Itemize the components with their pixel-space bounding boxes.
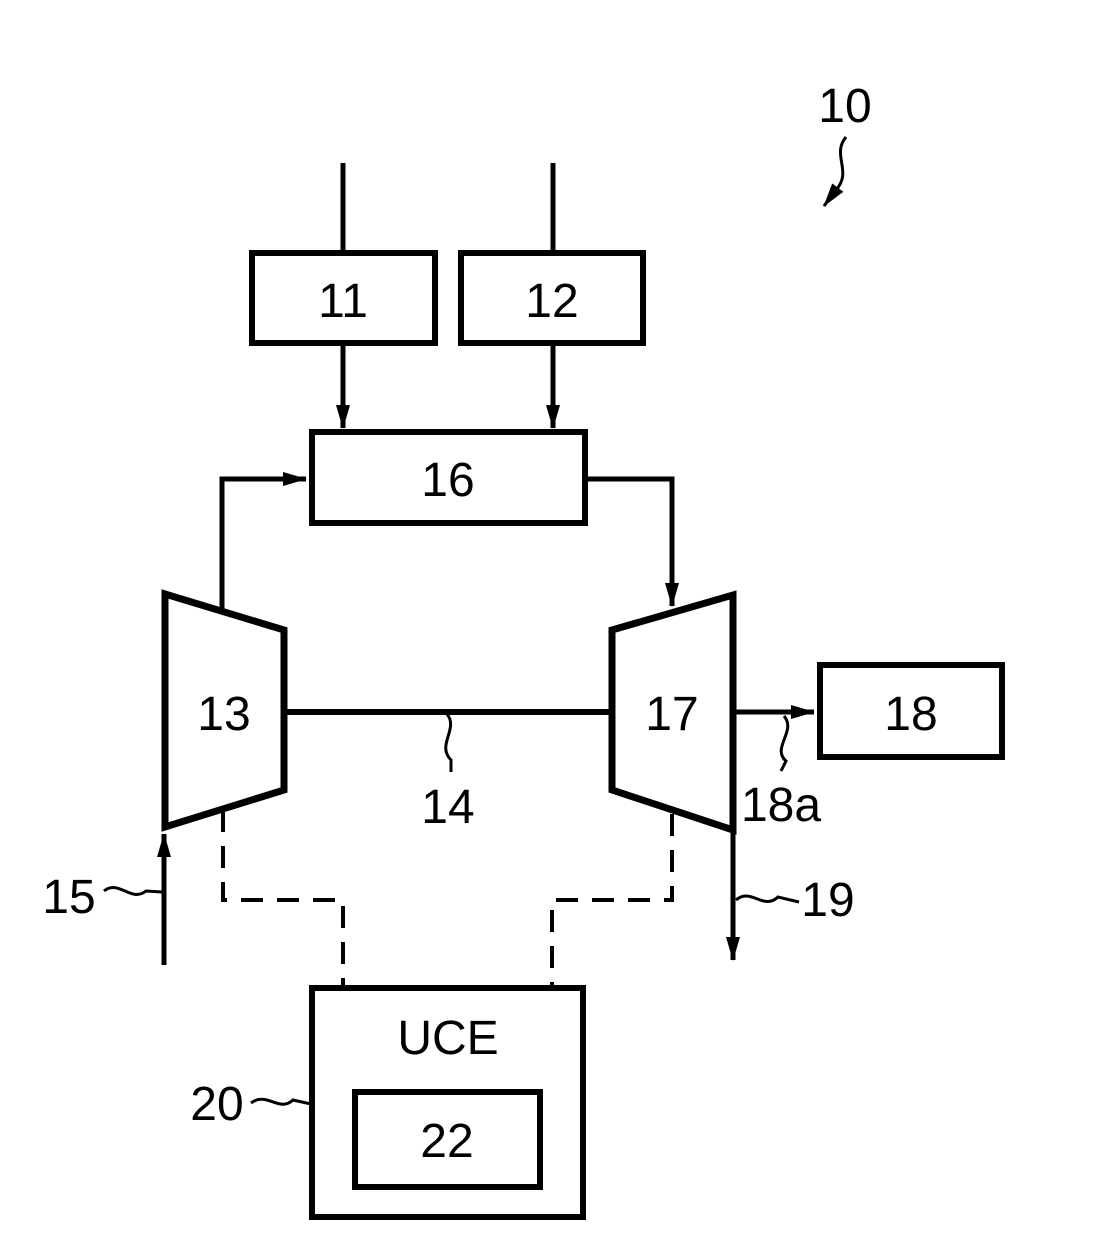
block-22-label: 22	[420, 1115, 473, 1168]
dashed-line-13-to-uce	[221, 810, 345, 986]
arrow-13-to-16	[219, 472, 307, 611]
dashed-line-17-to-uce	[550, 814, 674, 986]
ref-15-label: 15	[42, 871, 95, 924]
ref-18a-label: 18a	[741, 779, 821, 832]
block-16-label: 16	[421, 454, 474, 507]
ref-14-label: 14	[421, 781, 474, 834]
ref-20-leader	[250, 1097, 312, 1106]
block-12-label: 12	[525, 275, 578, 328]
trapezoid-13-label: 13	[197, 688, 250, 741]
ref-19-leader	[735, 894, 800, 904]
block-22	[352, 1089, 543, 1190]
ref-19-label: 19	[801, 874, 854, 927]
trapezoid-17-label: 17	[645, 688, 698, 741]
ref-20-label: 20	[190, 1078, 243, 1131]
ref-10-label: 10	[818, 80, 871, 133]
block-11-label: 11	[318, 275, 368, 328]
ref-15-leader	[103, 886, 163, 896]
block-12	[458, 250, 646, 346]
block-18-label: 18	[884, 688, 937, 741]
uce-title: UCE	[397, 1012, 498, 1065]
block-18	[817, 662, 1005, 760]
ref-10-leader	[822, 136, 848, 207]
block-11	[249, 250, 438, 346]
arrow-16-to-17	[585, 476, 679, 607]
trapezoid-13	[161, 589, 288, 832]
ref-14-leader	[444, 713, 453, 772]
block-16	[309, 429, 588, 526]
ref-18a-leader	[779, 715, 790, 772]
